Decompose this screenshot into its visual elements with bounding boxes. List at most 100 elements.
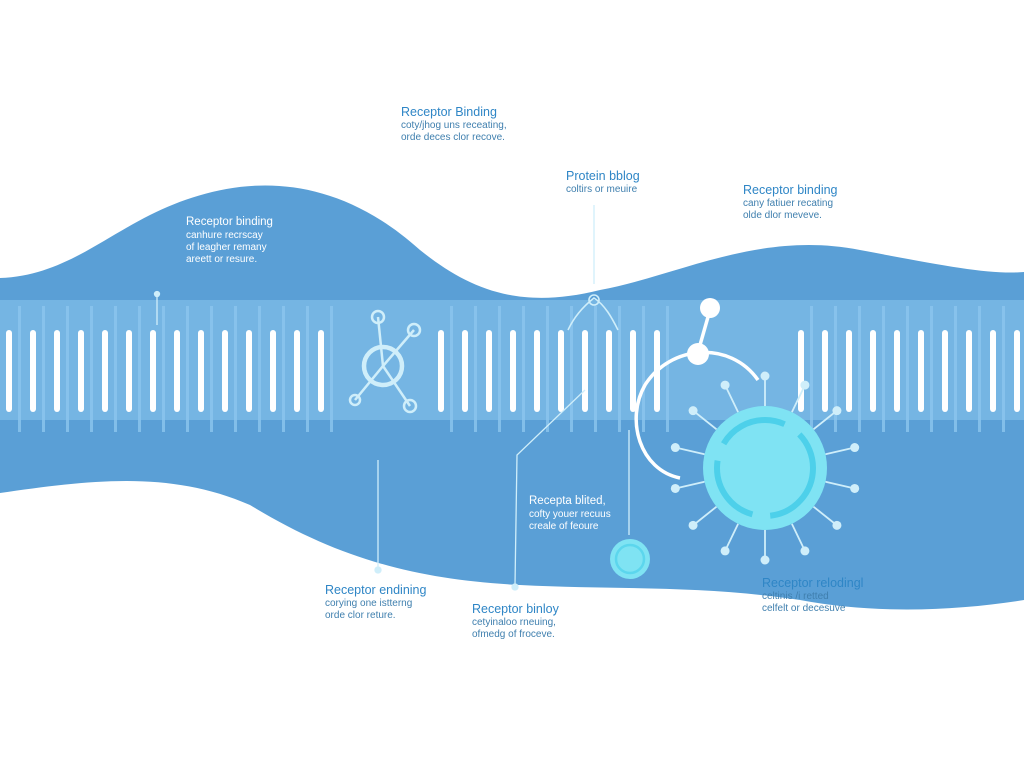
cell-spike — [692, 409, 718, 431]
membrane-rung-thin — [186, 306, 189, 432]
membrane-rung — [150, 330, 156, 412]
membrane-rung-thin — [450, 306, 453, 432]
membrane-rung — [582, 330, 588, 412]
leader-left-dot — [153, 290, 161, 298]
membrane-rung-thin — [570, 306, 573, 432]
membrane-rung-thin — [930, 306, 933, 432]
membrane-rung-thin — [906, 306, 909, 432]
membrane-rung — [510, 330, 516, 412]
membrane-rung-thin — [138, 306, 141, 432]
callout-bottom-left: Receptor endining corying one istterng o… — [325, 584, 426, 622]
cell-body — [703, 406, 827, 530]
membrane-rung — [558, 330, 564, 412]
membrane-rung-thin — [474, 306, 477, 432]
receptor-spikes — [670, 371, 860, 565]
callout-top-center: Receptor Binding coty/jhog uns receating… — [401, 106, 507, 144]
membrane-rung-thin — [810, 306, 813, 432]
cell-spike — [724, 523, 739, 552]
membrane-rung-thin — [978, 306, 981, 432]
membrane-rung-thin — [618, 306, 621, 432]
membrane-rung-thin — [162, 306, 165, 432]
membrane-rung — [438, 330, 444, 412]
receptor-cell-icon — [634, 298, 860, 565]
leader-bottom-left-dot — [374, 566, 382, 574]
membrane-rung-thin — [90, 306, 93, 432]
callout-line: olde dlor meveve. — [743, 210, 822, 221]
membrane-rung-thin — [834, 306, 837, 432]
membrane-rung — [222, 330, 228, 412]
membrane-rung-thin — [522, 306, 525, 432]
small-molecule-icon — [348, 309, 422, 414]
cell-spike — [825, 446, 855, 456]
leader-lines — [153, 205, 630, 591]
membrane-rung — [966, 330, 972, 412]
membrane-rung-thin — [114, 306, 117, 432]
membrane-rung — [174, 330, 180, 412]
membrane-rung-thin — [66, 306, 69, 432]
membrane-rung — [534, 330, 540, 412]
membrane-rung — [918, 330, 924, 412]
membrane-rung-thin — [498, 306, 501, 432]
callout-line: areett or resure. — [186, 254, 258, 265]
membrane-rung — [486, 330, 492, 412]
callout-line: coty/jhog uns receating, — [401, 120, 507, 131]
membrane-rung — [126, 330, 132, 412]
callout-left-band: Receptor binding canhure recrscay of lea… — [186, 216, 273, 266]
cell-spike — [825, 480, 855, 490]
callout-title: Protein bblog — [566, 169, 640, 183]
callout-line: corying one istterng — [325, 598, 413, 609]
membrane-rung — [798, 330, 804, 412]
callout-bottom-right: Receptor relodingl celtinis /i retted ce… — [762, 577, 863, 615]
membrane-rung — [462, 330, 468, 412]
membrane-rung — [870, 330, 876, 412]
membrane-rung-thin — [666, 306, 669, 432]
membrane-rung — [246, 330, 252, 412]
callout-line: of leagher remany — [186, 242, 267, 253]
cell-spike — [692, 505, 718, 527]
membrane-rung-thin — [258, 306, 261, 432]
callout-title: Receptor endining — [325, 583, 427, 597]
cell-spike-tip — [670, 483, 680, 493]
callout-bottom-center: Receptor binloy cetyinaloo rneuing, ofme… — [472, 603, 559, 641]
cell-spike — [791, 384, 806, 413]
callout-line: orde deces clor recove. — [401, 132, 505, 143]
cell-spike — [675, 480, 705, 490]
membrane-rung-thin — [282, 306, 285, 432]
cell-spike-tip — [688, 520, 698, 530]
membrane-rung-thin — [42, 306, 45, 432]
callout-line: orde clor reture. — [325, 610, 396, 621]
cell-spike-tip — [720, 380, 730, 390]
membrane-rung-thin — [1002, 306, 1005, 432]
membrane-rung — [78, 330, 84, 412]
callout-title: Receptor binding — [743, 183, 838, 197]
membrane-rung-thin — [234, 306, 237, 432]
membrane-rung — [942, 330, 948, 412]
membrane-rung-thin — [306, 306, 309, 432]
membrane-rung — [606, 330, 612, 412]
callout-protein: Protein bblog coltirs or meuire — [566, 170, 640, 196]
membrane-rung — [102, 330, 108, 412]
callout-line: canhure recrscay — [186, 230, 263, 241]
cell-spike-tip — [688, 406, 698, 416]
callout-line: cetyinaloo rneuing, — [472, 617, 556, 628]
cell-spike — [724, 384, 739, 413]
callout-line: celfelt or decesuve — [762, 603, 846, 614]
callout-line: cofty youer recuus — [529, 509, 611, 520]
callout-title: Receptor binloy — [472, 602, 559, 616]
membrane-rung — [990, 330, 996, 412]
cell-spike-tip — [760, 371, 770, 381]
cell-spike-tip — [850, 483, 860, 493]
receptor-arc — [634, 350, 760, 480]
cell-spike-tip — [720, 546, 730, 556]
membrane-rung-thin — [330, 306, 333, 432]
callout-line: coltirs or meuire — [566, 184, 638, 195]
callout-title: Receptor relodingl — [762, 576, 864, 590]
membrane-rung-thin — [594, 306, 597, 432]
membrane-rung — [198, 330, 204, 412]
cell-ring — [714, 417, 816, 519]
membrane-rung — [54, 330, 60, 412]
cell-spike-tip — [800, 380, 810, 390]
cell-spike-tip — [850, 443, 860, 453]
callout-top-right: Receptor binding cany fatiuer recating o… — [743, 184, 838, 222]
